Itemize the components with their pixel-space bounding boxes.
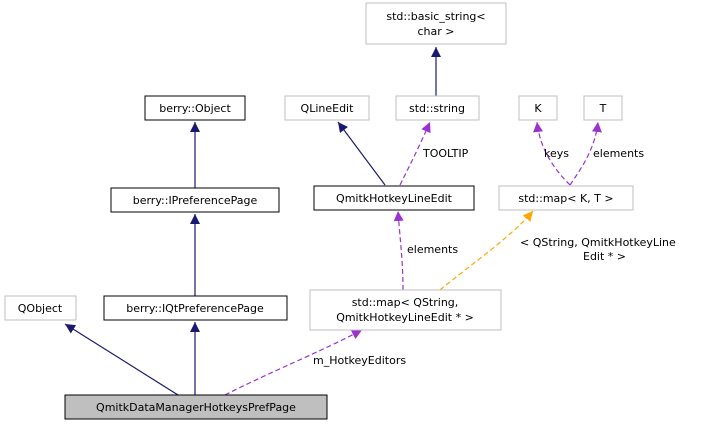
node-std-map-qstring-line1: std::map< QString, <box>352 296 459 309</box>
node-std-map-qstring: std::map< QString, QmitkHotkeyLineEdit *… <box>309 289 502 331</box>
edge-mapqs-uses-hotkeyle <box>393 210 404 291</box>
node-qobject: QObject <box>4 295 77 321</box>
node-berry-object: berry::Object <box>144 95 246 121</box>
label-template-line2: Edit * > <box>583 250 626 263</box>
node-berry-ipreferencepage-label: berry::IPreferencePage <box>133 194 258 207</box>
node-std-map-kt-label: std::map< K, T > <box>518 192 613 205</box>
node-berry-iqtpreferencepage: berry::IQtPreferencePage <box>103 295 288 321</box>
edge-hotkeyle-uses-stdstring <box>399 121 431 186</box>
node-t-label: T <box>599 102 607 115</box>
edge-main-uses-mapqs <box>224 329 363 396</box>
node-std-string-label: std::string <box>409 102 465 115</box>
node-berry-object-label: berry::Object <box>159 102 231 115</box>
node-qlineedit: QLineEdit <box>284 95 370 121</box>
label-template-line1: < QString, QmitkHotkeyLine <box>520 236 676 249</box>
nodes: std::basic_string< char > berry::Object … <box>4 2 634 420</box>
node-qmitk-data-manager-hotkeys-prefpage: QmitkDataManagerHotkeysPrefPage <box>64 394 328 420</box>
node-basic-string-line1: std::basic_string< <box>386 10 485 23</box>
label-elements-t: elements <box>593 147 644 160</box>
node-qmitk-hotkey-line-edit-label: QmitkHotkeyLineEdit <box>336 192 453 205</box>
node-qobject-label: QObject <box>18 302 63 315</box>
node-std-string: std::string <box>395 95 480 121</box>
node-qmitk-data-manager-hotkeys-prefpage-label: QmitkDataManagerHotkeysPrefPage <box>96 401 296 414</box>
node-basic-string-line2: char > <box>418 25 455 38</box>
edge-main-to-qobject <box>64 323 179 396</box>
label-elements-hotkey: elements <box>407 243 458 256</box>
label-keys: keys <box>544 147 569 160</box>
node-std-map-qstring-line2: QmitkHotkeyLineEdit * > <box>336 311 474 324</box>
edges <box>64 47 602 396</box>
node-std-map-kt: std::map< K, T > <box>498 185 634 211</box>
label-tooltip: TOOLTIP <box>422 147 469 160</box>
edge-mapkt-uses-k <box>533 121 571 186</box>
node-k: K <box>518 95 558 121</box>
node-qmitk-hotkey-line-edit: QmitkHotkeyLineEdit <box>313 185 475 211</box>
node-berry-ipreferencepage: berry::IPreferencePage <box>110 187 280 213</box>
node-basic-string: std::basic_string< char > <box>365 2 507 45</box>
node-qlineedit-label: QLineEdit <box>301 102 355 115</box>
label-hotkey-editors: m_HotkeyEditors <box>313 354 406 367</box>
node-t: T <box>583 95 623 121</box>
edge-hotkeyle-to-qlineedit <box>337 121 386 186</box>
node-k-label: K <box>534 102 542 115</box>
edge-labels: TOOLTIP keys elements elements < QString… <box>313 147 676 367</box>
node-berry-iqtpreferencepage-label: berry::IQtPreferencePage <box>126 302 264 315</box>
